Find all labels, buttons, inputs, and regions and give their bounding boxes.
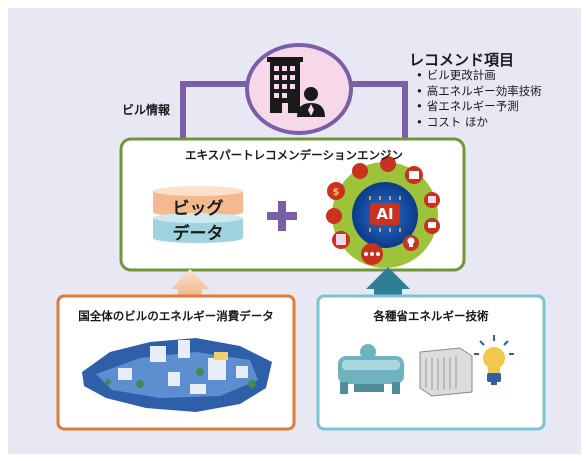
recommend-item: 省エネルギー予測 <box>416 99 542 115</box>
energy-data-title: 国全体のビルのエネルギー消費データ <box>78 309 274 323</box>
engine-title: エキスパートレコメンデーションエンジン <box>185 148 403 162</box>
air-handler-icon <box>419 347 473 397</box>
recommend-title: レコメンド項目 <box>409 51 515 69</box>
energy-tech-title: 各種省エネルギー技術 <box>373 309 489 323</box>
data-input-arrow <box>171 269 209 297</box>
bigdata-top-label: ビッグ <box>172 199 224 219</box>
tech-input-arrow <box>366 267 410 297</box>
ai-label: AI <box>376 205 394 223</box>
ai-brain-cluster-icon: $ <box>326 156 440 268</box>
recommend-item: コスト ほか <box>416 115 542 131</box>
recommend-item: ビル更改計画 <box>416 68 542 84</box>
city-map-icon <box>82 338 272 412</box>
building-person-icon <box>245 43 353 135</box>
big-data-cylinder-icon <box>153 186 243 243</box>
svg-text:$: $ <box>333 187 340 198</box>
plus-icon <box>267 201 297 231</box>
recommend-item: 高エネルギー効率技術 <box>416 84 542 100</box>
bigdata-bottom-label: データ <box>172 224 224 244</box>
chiller-icon <box>338 344 404 394</box>
recommend-list: ビル更改計画 高エネルギー効率技術 省エネルギー予測 コスト ほか <box>416 68 542 130</box>
building-info-label: ビル情報 <box>122 103 171 117</box>
light-bulb-icon <box>474 335 514 385</box>
